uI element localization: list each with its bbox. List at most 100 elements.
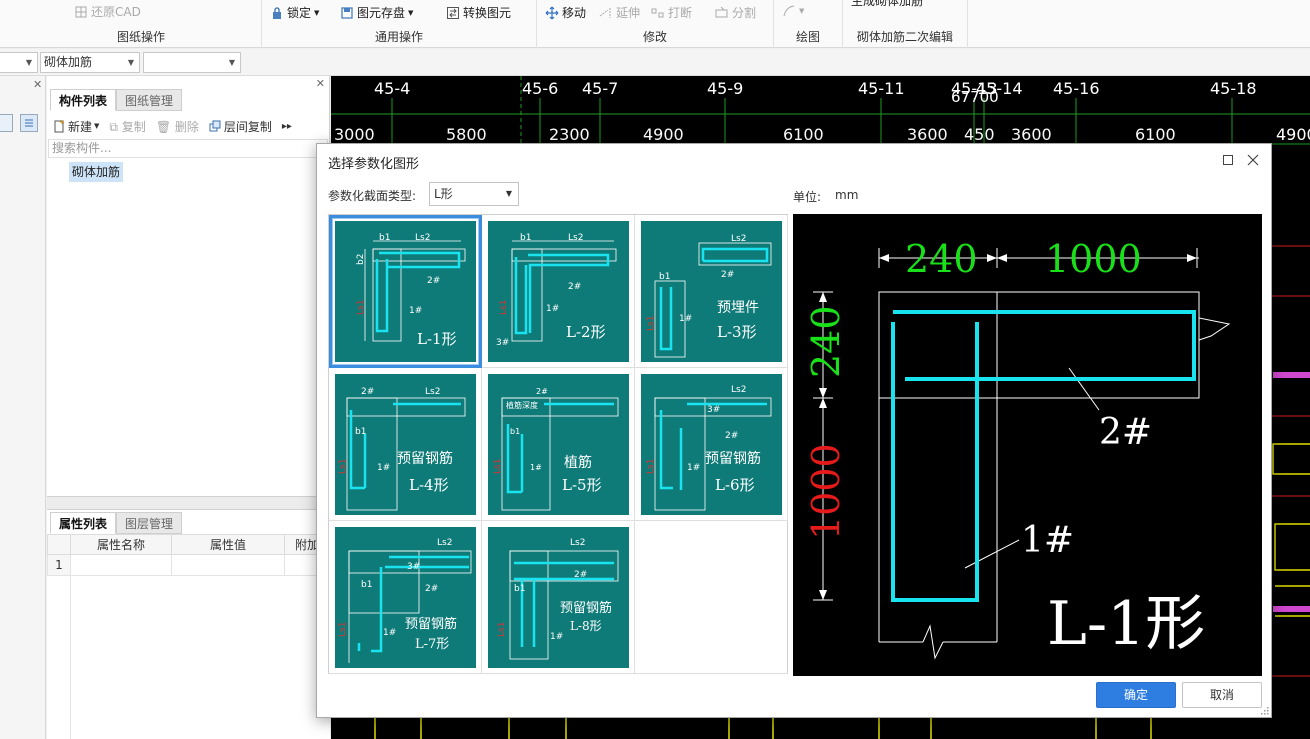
component-tabs: 构件列表 图纸管理 [50,89,183,111]
lock-icon [273,6,281,19]
component-select[interactable]: ▼ [143,52,241,73]
lock-button[interactable]: 锁定▼ [270,4,319,21]
bar2-label: 2# [1099,412,1152,453]
table-row[interactable]: 1 [47,554,330,576]
shape-title-label: 预留钢筋 [560,601,613,616]
tab-component-list[interactable]: 构件列表 [50,89,117,111]
dialog-title: 选择参数化图形 [328,157,420,172]
cancel-button[interactable]: 取消 [1182,682,1262,708]
svg-text:1#: 1# [550,632,563,642]
list-view-icon[interactable] [0,114,13,132]
tab-property-list[interactable]: 属性列表 [50,512,117,534]
shape-option-l8[interactable]: Ls2 2# b1 1# Ls1 预留钢筋 L-8形 [482,521,635,674]
shape-option-l3[interactable]: Ls2 2# b1 1# Ls1 预埋件 L-3形 [635,215,788,368]
svg-text:Ls2: Ls2 [731,385,746,395]
span-dimension: 5800 [446,125,487,144]
axis-label: 45-16 [1053,79,1100,98]
tab-layer-manage[interactable]: 图层管理 [116,512,183,534]
axis-label: 45-14 [976,79,1023,98]
property-value-cell[interactable] [171,554,285,576]
component-type-select[interactable]: 砌体加筋▼ [40,52,140,73]
shape-option-l1[interactable]: b1 Ls2 2# 1# b2 Ls1 L-1形 [329,215,482,368]
shape-option-l4[interactable]: 2# Ls2 b1 1# Ls1 预留钢筋 L-4形 [329,368,482,521]
save-element-icon [341,6,353,19]
move-button[interactable]: 移动 [545,4,586,21]
copy-button[interactable]: ⧉ 复制 [109,119,146,134]
ok-button[interactable]: 确定 [1096,682,1176,708]
panel-splitter[interactable] [47,496,330,510]
maximize-icon[interactable] [1220,152,1236,168]
shape-id-label: L-2形 [566,323,606,341]
svg-text:1#: 1# [409,306,422,316]
new-button[interactable]: 新建▼ [53,118,99,135]
convert-element-button[interactable]: 转换图元 [446,4,511,21]
property-table: 属性名称 属性值 附加 1 [47,534,330,576]
close-icon[interactable]: ✕ [33,78,43,91]
shape-title-label: 植筋 [564,455,592,471]
restore-cad-icon [75,6,87,17]
table-header: 属性名称 属性值 附加 [47,534,330,555]
axis-label: 45-4 [374,79,410,98]
span-dimension: 4900 [643,125,684,144]
close-icon[interactable]: ✕ [315,77,325,90]
component-search-input[interactable]: 搜索构件... ⚲ [48,139,328,158]
svg-text:Ls2: Ls2 [415,233,430,243]
svg-text:b1: b1 [379,233,390,243]
ribbon-group-label: 修改 [642,30,667,44]
svg-text:2#: 2# [536,387,548,396]
component-actions: 新建▼ ⧉ 复制 🗑 删除 层间复制 ▸▸ [47,114,330,138]
svg-text:Ls2: Ls2 [425,387,440,397]
floor-copy-icon [209,120,221,131]
svg-text:1#: 1# [377,463,390,473]
shape-option-l5[interactable]: 植筋深度 2# b1 1# Ls1 植筋 L-5形 [482,368,635,521]
svg-text:Ls1: Ls1 [499,300,509,315]
break-button[interactable]: 打断 [651,4,692,21]
close-icon[interactable] [1245,152,1261,168]
delete-button[interactable]: 🗑 删除 [155,119,199,134]
span-dimension: 6100 [1135,125,1176,144]
more-icon[interactable]: ▸▸ [281,120,292,132]
section-type-select[interactable]: L形 ▼ [429,182,519,206]
new-file-icon [54,119,64,132]
generate-masonry-rebar-button[interactable]: 生成砌体加筋 [851,0,924,8]
row-index: 1 [47,554,71,576]
axis-label: 45-13 [951,79,998,98]
split-button[interactable]: 分割 [715,4,756,21]
unit-value: mm [835,188,859,202]
draw-arc-button[interactable]: ▼ [782,4,804,18]
section-type-label: 参数化截面类型: [328,189,417,203]
axis-label: 45-7 [582,79,618,98]
svg-text:3#: 3# [707,405,720,415]
shape-option-l6[interactable]: 3# Ls2 2# 1# Ls1 预留钢筋 L-6形 [635,368,788,521]
tab-drawing-manage[interactable]: 图纸管理 [116,89,183,111]
save-element-button[interactable]: 图元存盘▼ [340,4,413,21]
svg-text:植筋深度: 植筋深度 [506,400,538,410]
svg-text:Ls2: Ls2 [437,538,452,548]
detail-view-icon[interactable] [20,114,38,132]
svg-text:1#: 1# [546,304,559,314]
list-item[interactable]: 砌体加筋 [69,162,124,182]
ribbon-group-label: 图纸操作 [116,30,165,44]
svg-text:Ls1: Ls1 [338,622,348,637]
svg-text:2#: 2# [361,387,374,397]
shape-option-l2[interactable]: b1 Ls2 2# 1# 3# Ls1 L-2形 [482,215,635,368]
floor-copy-button[interactable]: 层间复制 [209,118,272,135]
shape-thumbnail: 植筋深度 2# b1 1# Ls1 植筋 L-5形 [488,374,629,515]
shape-option-l7[interactable]: Ls2 3# 2# b1 1# Ls1 预留钢筋 L-7形 [329,521,482,674]
total-dimension: 67700 [951,88,999,106]
extend-button[interactable]: 延伸 [599,4,640,21]
span-dimension: 6100 [783,125,824,144]
shape-title-label: 预埋件 [717,300,759,316]
ribbon-group-drawing-ops: 还原CAD 图纸操作 [0,0,262,48]
shape-title-label: 预留钢筋 [397,451,453,467]
property-name-cell[interactable] [70,554,172,576]
restore-cad-button[interactable]: 还原CAD [74,3,141,20]
chevron-down-icon: ▼ [127,58,134,67]
preview-caption: L-1形 [1047,589,1205,659]
resize-grip-icon[interactable] [1260,706,1269,715]
ribbon-group-masonry-edit: 生成砌体加筋 砌体加筋二次编辑 [843,0,968,48]
floor-select[interactable]: ▼ [0,52,38,73]
component-list-panel: ✕ 构件列表 图纸管理 新建▼ ⧉ 复制 🗑 删除 层间复制 ▸▸ 搜索构件..… [47,76,330,496]
svg-text:b1: b1 [514,584,525,594]
